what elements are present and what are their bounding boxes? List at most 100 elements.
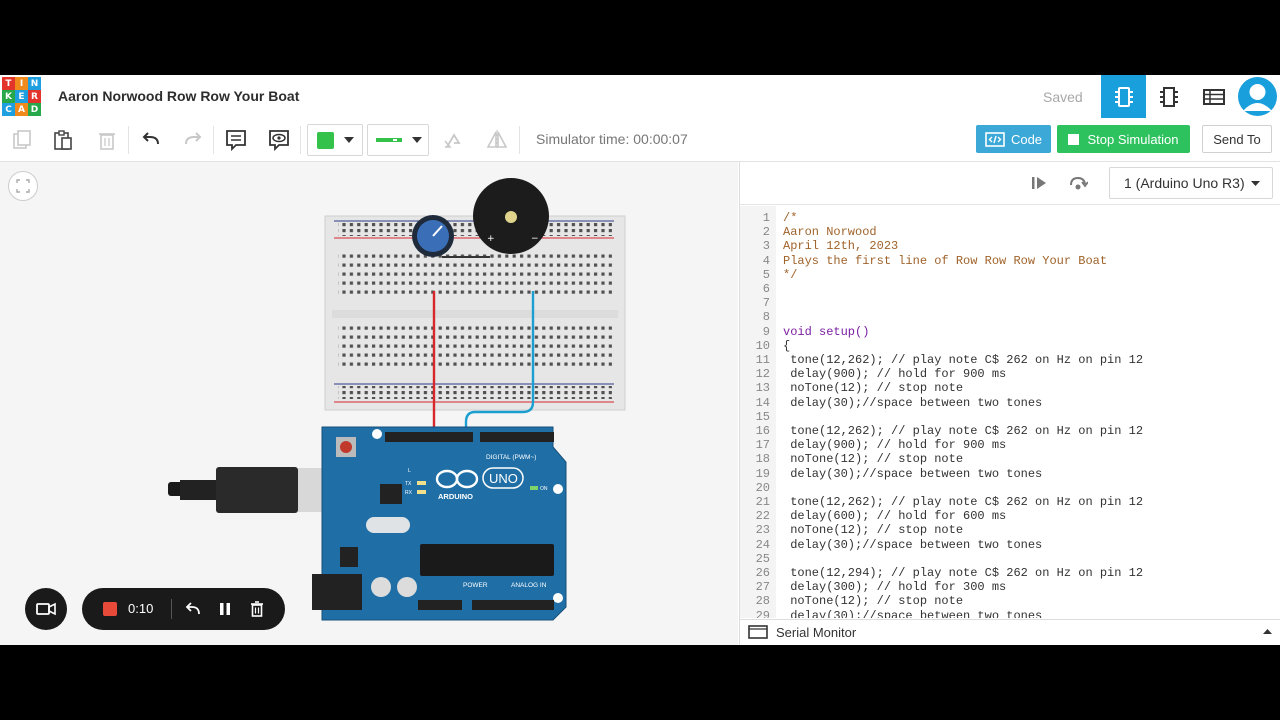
logo-letter: E <box>15 90 28 103</box>
circuit-drawing: + − <box>168 178 626 621</box>
board-select[interactable]: 1 (Arduino Uno R3) <box>1109 167 1273 199</box>
code-line[interactable]: 7 <box>740 296 1280 310</box>
line-text: noTone(12); // stop note <box>783 523 964 538</box>
code-line[interactable]: 22 delay(600); // hold for 600 ms <box>740 509 1280 523</box>
notes-button[interactable] <box>220 124 252 156</box>
upload-button[interactable] <box>1023 167 1055 199</box>
arduino-uno-board[interactable] <box>312 426 567 621</box>
serial-monitor-bar[interactable]: Serial Monitor <box>740 619 1280 645</box>
code-line[interactable]: 10{ <box>740 339 1280 353</box>
recording-controls: 0:10 <box>82 588 285 630</box>
code-line[interactable]: 27 delay(300); // hold for 300 ms <box>740 580 1280 594</box>
code-line[interactable]: 16 tone(12,262); // play note C$ 262 on … <box>740 424 1280 438</box>
delete-button[interactable] <box>91 124 123 156</box>
undo-button[interactable] <box>135 124 167 156</box>
code-line[interactable]: 15 <box>740 410 1280 424</box>
board-label-arduino: ARDUINO <box>438 492 473 501</box>
line-text: Aaron Norwood <box>783 225 877 240</box>
trash-icon <box>99 133 115 150</box>
schematic-view-button[interactable] <box>1146 75 1191 118</box>
eye-note-icon <box>269 130 289 152</box>
restart-icon[interactable] <box>185 602 201 616</box>
user-icon <box>1243 84 1272 111</box>
code-line[interactable]: 28 noTone(12); // stop note <box>740 594 1280 608</box>
board-label-on: ON <box>540 486 548 492</box>
svg-text:−: − <box>531 234 539 244</box>
piezo-buzzer[interactable]: + − <box>473 178 549 254</box>
code-line[interactable]: 17 delay(900); // hold for 900 ms <box>740 438 1280 452</box>
stop-simulation-button[interactable]: Stop Simulation <box>1057 125 1190 153</box>
code-line[interactable]: 24 delay(30);//space between two tones <box>740 538 1280 552</box>
line-text: tone(12,262); // play note C$ 262 on Hz … <box>783 353 1144 367</box>
color-swatch <box>317 131 334 149</box>
pause-icon[interactable] <box>219 602 231 616</box>
record-stop-button[interactable] <box>103 602 117 616</box>
copy-button[interactable] <box>6 124 38 156</box>
debugger-button[interactable] <box>1062 167 1094 199</box>
code-line[interactable]: 14 delay(30);//space between two tones <box>740 396 1280 410</box>
line-number: 27 <box>755 580 770 595</box>
code-line[interactable]: 25 <box>740 552 1280 566</box>
paste-button[interactable] <box>47 124 79 156</box>
project-title[interactable]: Aaron Norwood Row Row Your Boat <box>58 88 300 104</box>
line-number: 19 <box>755 466 770 481</box>
fit-view-button[interactable] <box>8 171 38 201</box>
code-line[interactable]: 26 tone(12,294); // play note C$ 262 on … <box>740 566 1280 580</box>
code-line[interactable]: 6 <box>740 282 1280 296</box>
code-line[interactable]: 21 tone(12,262); // play note C$ 262 on … <box>740 495 1280 509</box>
redo-button[interactable] <box>177 124 209 156</box>
line-number: 26 <box>755 566 770 580</box>
line-number: 12 <box>755 367 770 382</box>
tinkercad-logo[interactable]: T I N K E R C A D <box>2 77 41 116</box>
breadboard[interactable] <box>324 215 626 411</box>
chevron-up-icon[interactable] <box>1263 629 1272 634</box>
schematic-icon <box>1159 86 1178 107</box>
save-status: Saved <box>1043 89 1083 105</box>
line-text: delay(30);//space between two tones <box>783 395 1043 410</box>
fill-color-dropdown[interactable] <box>307 124 363 156</box>
camera-toggle-button[interactable] <box>25 588 67 630</box>
editor-toolbar: Simulator time: 00:00:07 Code Stop Simul… <box>0 118 1280 162</box>
toolbar-divider <box>300 126 301 154</box>
code-line[interactable]: 20 <box>740 481 1280 495</box>
user-avatar[interactable] <box>1238 77 1277 116</box>
code-button[interactable]: Code <box>976 125 1051 153</box>
workplane-canvas[interactable]: + − <box>0 162 738 645</box>
code-line[interactable]: 12 delay(900); // hold for 900 ms <box>740 367 1280 381</box>
flip-button[interactable] <box>481 124 513 156</box>
board-label-uno: UNO <box>489 471 518 486</box>
potentiometer[interactable] <box>412 215 454 257</box>
line-text: delay(30);//space between two tones <box>783 466 1043 481</box>
code-line[interactable]: 18 noTone(12); // stop note <box>740 452 1280 466</box>
code-line[interactable]: 1/* <box>740 211 1280 225</box>
paste-icon <box>54 130 72 150</box>
code-line[interactable]: 8 <box>740 310 1280 324</box>
line-text: void setup() <box>783 324 870 339</box>
notes-visibility-button[interactable] <box>263 124 295 156</box>
line-text: noTone(12); // stop note <box>783 594 964 609</box>
line-number: 13 <box>755 381 770 396</box>
line-number: 24 <box>755 537 770 552</box>
wire-style-dropdown[interactable] <box>367 124 429 156</box>
send-to-button[interactable]: Send To <box>1202 125 1272 153</box>
code-line[interactable]: 23 noTone(12); // stop note <box>740 523 1280 537</box>
line-number: 29 <box>755 608 770 618</box>
circuit-view-button[interactable] <box>1101 75 1146 118</box>
rotate-button[interactable] <box>437 124 469 156</box>
code-line[interactable]: 5*/ <box>740 268 1280 282</box>
code-line[interactable]: 29 delay(30);//space between two tones <box>740 609 1280 618</box>
stop-simulation-label: Stop Simulation <box>1087 131 1179 147</box>
code-line[interactable]: 11 tone(12,262); // play note C$ 262 on … <box>740 353 1280 367</box>
board-label-power: POWER <box>463 582 488 589</box>
line-number: 21 <box>755 495 770 509</box>
component-list-button[interactable] <box>1191 75 1236 118</box>
trash-icon[interactable] <box>250 601 264 617</box>
code-line[interactable]: 19 delay(30);//space between two tones <box>740 467 1280 481</box>
code-line[interactable]: 13 noTone(12); // stop note <box>740 381 1280 395</box>
